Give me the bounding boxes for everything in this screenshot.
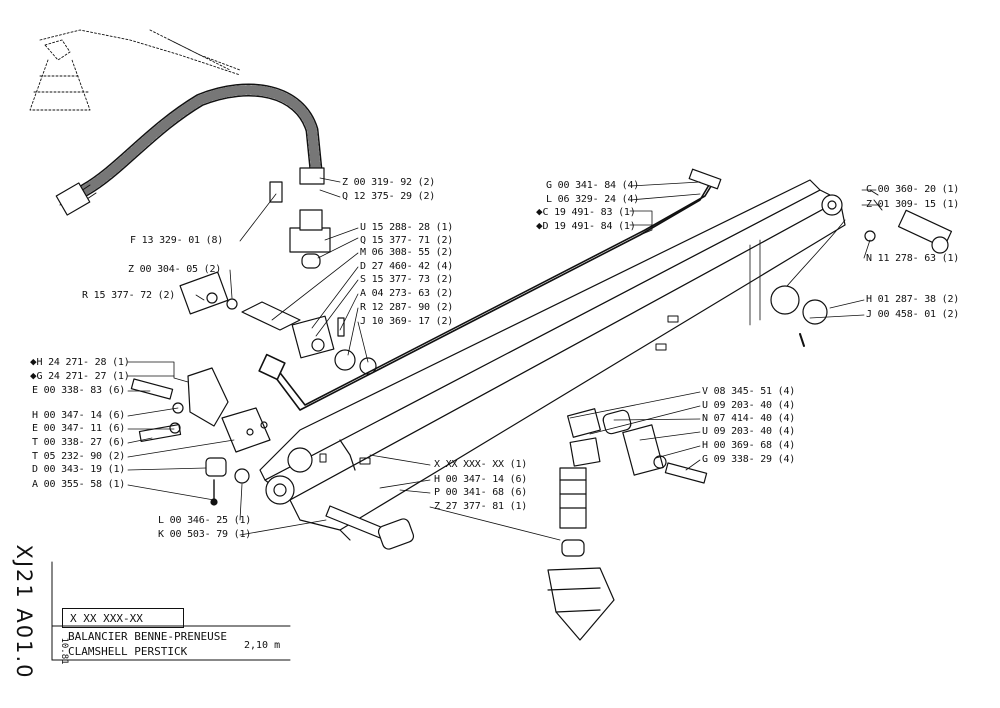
part-label: H 01 287- 38 (2) xyxy=(866,294,960,305)
machine-thumbnail xyxy=(29,29,241,111)
clamp-assembly xyxy=(567,408,708,484)
part-label: L 06 329- 24 (4) xyxy=(546,194,640,205)
part-label: K 00 503- 79 (1) xyxy=(158,529,252,540)
part-label: ◆G 24 271- 27 (1) xyxy=(30,369,130,383)
part-label: D 00 343- 19 (1) xyxy=(32,464,126,475)
part-label-text: D 19 491- 84 (1) xyxy=(542,221,636,232)
title-code-box xyxy=(62,608,184,628)
drawing-number-text: XJ21 A01.0 xyxy=(12,544,36,680)
arm-marks xyxy=(319,315,679,465)
part-label: C 00 360- 20 (1) xyxy=(866,184,960,195)
part-label: F 13 329- 01 (8) xyxy=(130,235,224,246)
part-label: D 27 460- 42 (4) xyxy=(360,261,454,272)
part-label: L 00 346- 25 (1) xyxy=(158,515,252,526)
part-label: G 09 338- 29 (4) xyxy=(702,454,796,465)
part-label: Q 12 375- 29 (2) xyxy=(342,191,436,202)
part-label: H 00 369- 68 (4) xyxy=(702,440,796,451)
bracket-assembly xyxy=(130,367,271,506)
part-label: U 09 203- 40 (4) xyxy=(702,426,796,437)
part-label: ◆H 24 271- 28 (1) xyxy=(30,355,130,369)
part-label: R 12 287- 90 (2) xyxy=(360,302,454,313)
part-label: E 00 338- 83 (6) xyxy=(32,385,126,396)
part-label: P 00 341- 68 (6) xyxy=(434,487,528,498)
part-label: ◆C 19 491- 83 (1) xyxy=(536,205,636,219)
part-label: V 08 345- 51 (4) xyxy=(702,386,796,397)
part-label-text: G 24 271- 27 (1) xyxy=(36,371,130,382)
part-label-text: C 19 491- 83 (1) xyxy=(542,207,636,218)
part-label-text: H 24 271- 28 (1) xyxy=(36,357,130,368)
dipper-stick xyxy=(259,179,846,541)
title-block xyxy=(51,561,291,661)
part-label: N 07 414- 40 (4) xyxy=(702,413,796,424)
part-label: T 00 338- 27 (6) xyxy=(32,437,126,448)
rotator-assembly xyxy=(547,467,615,641)
title-code: X XX XXX-XX xyxy=(70,612,143,625)
part-label: M 06 308- 55 (2) xyxy=(360,247,454,258)
part-label: H 00 347- 14 (6) xyxy=(434,474,528,485)
drawing-number: XJ21 A01.0 xyxy=(4,544,44,679)
size-label: 2,10 m xyxy=(244,640,281,651)
hydraulic-hose xyxy=(55,83,325,216)
part-label: S 15 377- 73 (2) xyxy=(360,274,454,285)
part-label: ◆D 19 491- 84 (1) xyxy=(536,219,636,233)
part-label: R 15 377- 72 (2) xyxy=(82,290,176,301)
top-right-parts xyxy=(688,168,953,347)
part-label: U 09 203- 40 (4) xyxy=(702,400,796,411)
leader-lines xyxy=(127,177,881,541)
part-label: A 00 355- 58 (1) xyxy=(32,479,126,490)
part-label: J 10 369- 17 (2) xyxy=(360,316,454,327)
part-label: U 15 288- 28 (1) xyxy=(360,222,454,233)
part-label: X XX XXX- XX (1) xyxy=(434,459,528,470)
part-label: Z 01 309- 15 (1) xyxy=(866,199,960,210)
part-label: Z 27 377- 81 (1) xyxy=(434,501,528,512)
title-french: BALANCIER BENNE-PRENEUSE xyxy=(68,630,227,643)
part-label: Z 00 304- 05 (2) xyxy=(128,264,222,275)
part-label: Q 15 377- 71 (2) xyxy=(360,235,454,246)
part-label: J 00 458- 01 (2) xyxy=(866,309,960,320)
part-label: Z 00 319- 92 (2) xyxy=(342,177,436,188)
manifold-block xyxy=(179,181,377,375)
part-label: T 05 232- 90 (2) xyxy=(32,451,126,462)
title-english: CLAMSHELL PERSTICK xyxy=(68,645,188,658)
pivot-pin xyxy=(325,505,415,550)
part-label: G 00 341- 84 (4) xyxy=(546,180,640,191)
part-label: H 00 347- 14 (6) xyxy=(32,410,126,421)
part-label: N 11 278- 63 (1) xyxy=(866,253,960,264)
part-label: E 00 347- 11 (6) xyxy=(32,423,126,434)
part-label: A 04 273- 63 (2) xyxy=(360,288,454,299)
